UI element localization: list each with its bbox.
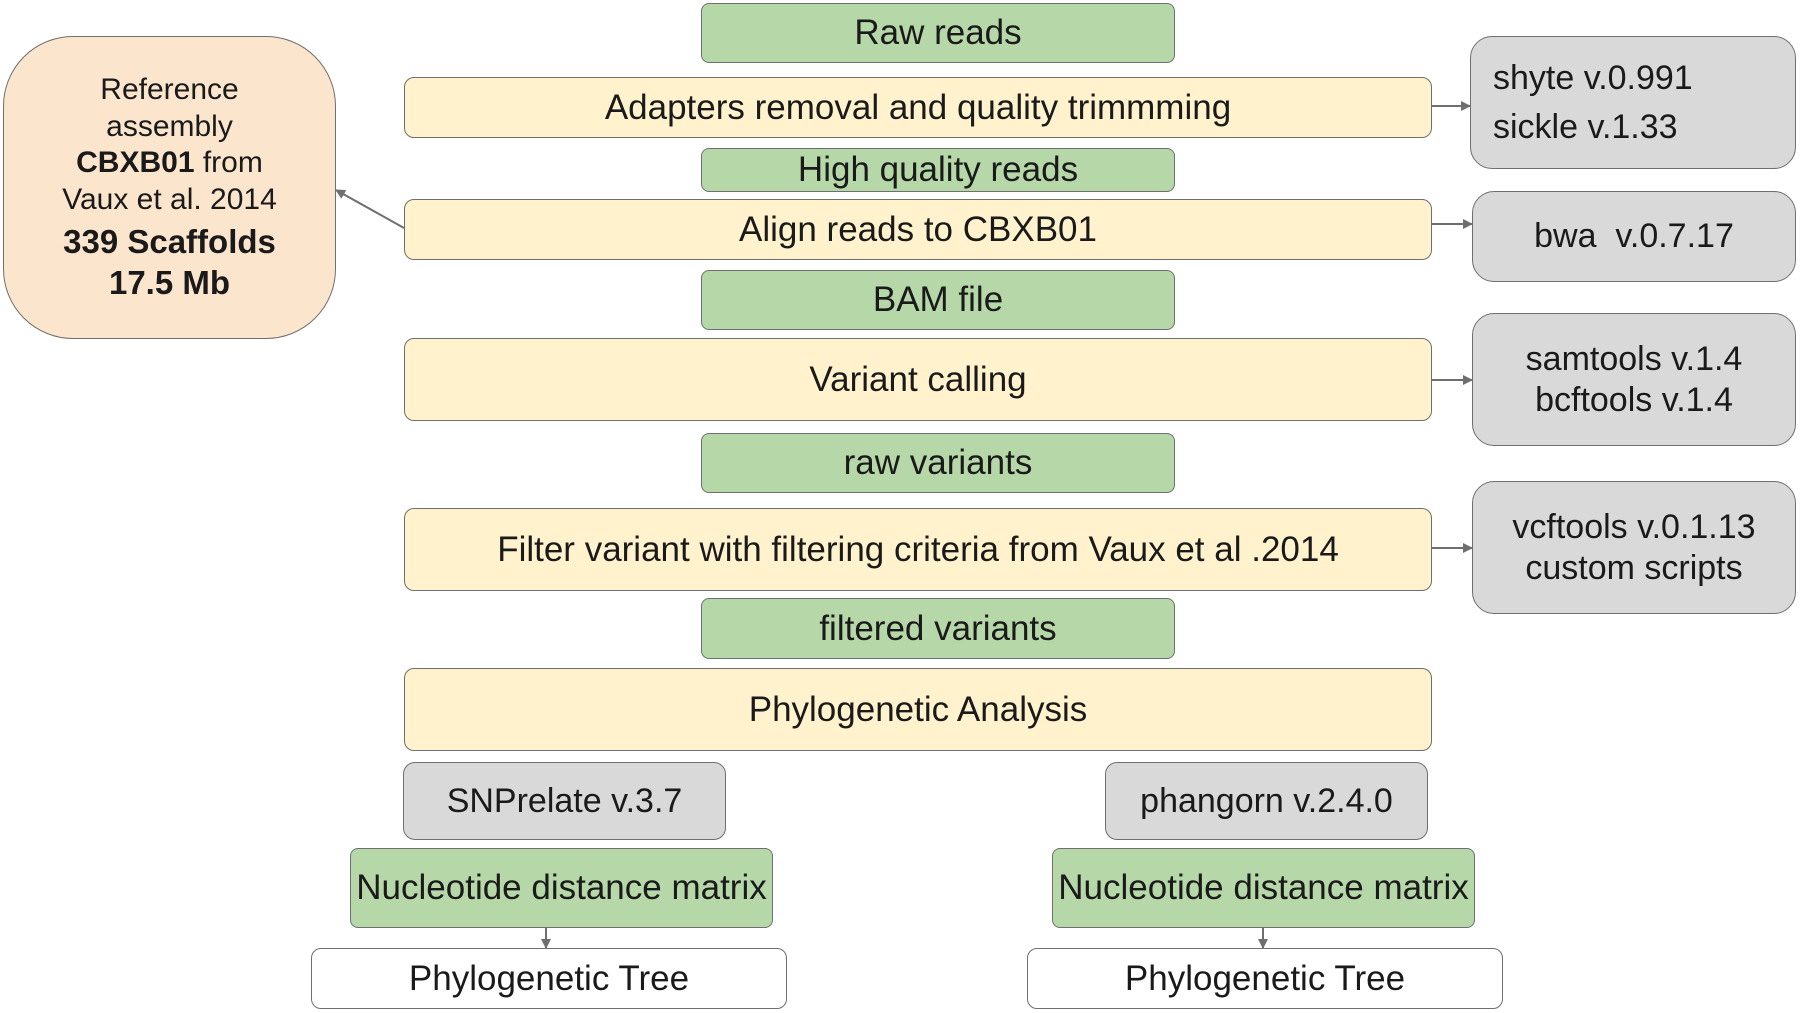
trimming-step-box: Adapters removal and quality trimmming bbox=[404, 77, 1432, 138]
reference-assembly-box: Reference assembly CBXB01 from Vaux et a… bbox=[3, 36, 336, 339]
tool-sickle: sickle v.1.33 bbox=[1493, 107, 1678, 146]
right-phylogenetic-tree-box: Phylogenetic Tree bbox=[1027, 948, 1503, 1009]
reference-label: Reference bbox=[100, 73, 239, 107]
tool-custom-scripts: custom scripts bbox=[1525, 548, 1743, 587]
reference-scaffold-count: 339 Scaffolds bbox=[63, 223, 276, 261]
reference-accession-line: CBXB01 from bbox=[76, 145, 263, 182]
reference-accession: CBXB01 bbox=[76, 146, 195, 180]
align-step-box: Align reads to CBXB01 bbox=[404, 199, 1432, 260]
arrow-align-to-reference bbox=[335, 189, 405, 229]
reference-from: from bbox=[194, 146, 263, 180]
left-phylogenetic-tree-box: Phylogenetic Tree bbox=[311, 948, 787, 1009]
tool-shyte: shyte v.0.991 bbox=[1493, 58, 1693, 97]
high-quality-reads-box: High quality reads bbox=[701, 148, 1175, 192]
tool-samtools: samtools v.1.4 bbox=[1525, 339, 1743, 378]
phylogenetic-analysis-box: Phylogenetic Analysis bbox=[404, 668, 1432, 751]
tool-vcftools: vcftools v.0.1.13 bbox=[1512, 507, 1756, 546]
right-distance-matrix-box: Nucleotide distance matrix bbox=[1052, 848, 1475, 928]
reference-assembly-label: assembly bbox=[106, 109, 233, 143]
snprelate-tool-box: SNPrelate v.3.7 bbox=[403, 762, 726, 840]
raw-variants-box: raw variants bbox=[701, 433, 1175, 493]
raw-reads-box: Raw reads bbox=[701, 3, 1175, 63]
reference-citation: Vaux et al. 2014 bbox=[62, 182, 277, 216]
filtered-variants-box: filtered variants bbox=[701, 598, 1175, 659]
filter-tools-box: vcftools v.0.1.13 custom scripts bbox=[1472, 481, 1796, 614]
tool-bcftools: bcftools v.1.4 bbox=[1535, 380, 1733, 419]
filter-step-box: Filter variant with filtering criteria f… bbox=[404, 508, 1432, 591]
align-tools-box: bwa v.0.7.17 bbox=[1472, 191, 1796, 282]
left-distance-matrix-box: Nucleotide distance matrix bbox=[350, 848, 773, 928]
tool-bwa: bwa v.0.7.17 bbox=[1534, 217, 1734, 256]
phangorn-tool-box: phangorn v.2.4.0 bbox=[1105, 762, 1428, 840]
trimming-tools-box: shyte v.0.991 sickle v.1.33 bbox=[1470, 36, 1796, 169]
variant-calling-tools-box: samtools v.1.4 bcftools v.1.4 bbox=[1472, 313, 1796, 446]
variant-calling-step-box: Variant calling bbox=[404, 338, 1432, 421]
bam-file-box: BAM file bbox=[701, 270, 1175, 330]
reference-size: 17.5 Mb bbox=[108, 263, 231, 301]
